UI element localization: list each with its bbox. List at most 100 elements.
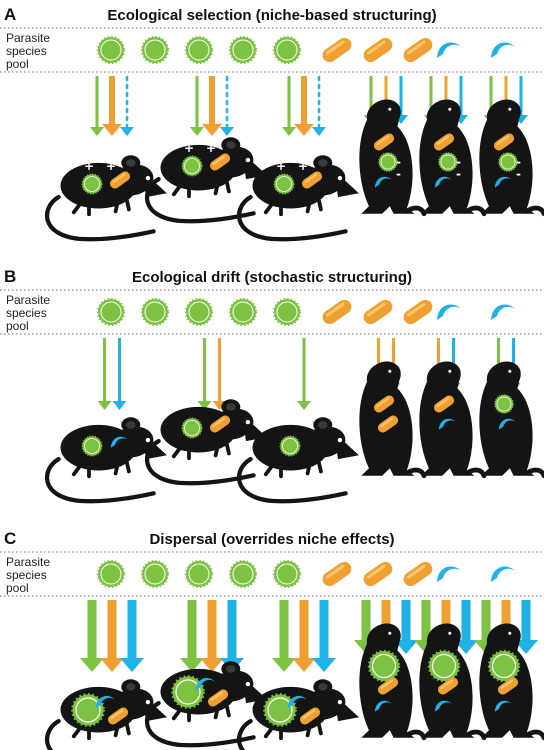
marmot-host: -- — [359, 76, 424, 214]
pool-virus-icon — [140, 559, 170, 589]
flow-arrow-head — [454, 640, 478, 654]
selection-sign: + — [298, 159, 308, 173]
marmot-host — [479, 338, 544, 476]
selection-sign: + — [106, 159, 116, 173]
pool-label-line: Parasite — [6, 293, 50, 307]
pool-bacterium-icon — [319, 297, 355, 327]
panel-title: Ecological drift (stochastic structuring… — [132, 269, 412, 286]
pool-label-line: Parasite — [6, 31, 50, 45]
flow-arrow-head — [294, 124, 314, 136]
pool-worm-icon — [437, 566, 461, 582]
pool-label-line: species — [6, 568, 47, 582]
host-virus-icon — [181, 155, 203, 177]
pool-virus-icon — [272, 35, 302, 65]
pool-virus-icon — [96, 297, 126, 327]
pool-virus-icon — [140, 35, 170, 65]
rodent-host-icon — [147, 661, 267, 745]
flow-arrow-head — [97, 401, 112, 410]
host-virus-icon — [181, 417, 203, 439]
panel-title: Dispersal (overrides niche effects) — [149, 531, 394, 548]
flow-arrow-head — [180, 658, 204, 672]
host-virus-icon — [71, 693, 105, 727]
host-virus-icon — [273, 173, 295, 195]
selection-sign: - — [516, 155, 521, 169]
pool-virus-icon — [272, 297, 302, 327]
pool-virus-icon — [272, 559, 302, 589]
marmot-host: -- — [479, 76, 544, 214]
pool-bacterium-icon — [400, 35, 436, 65]
flow-arrow-head — [220, 127, 234, 136]
selection-sign: - — [516, 167, 521, 181]
flow-arrow-head — [120, 127, 134, 136]
panel-title: Ecological selection (niche-based struct… — [107, 7, 436, 24]
flow-arrow-head — [394, 640, 418, 654]
pool-bacterium-icon — [400, 559, 436, 589]
panel-letter: A — [4, 5, 16, 24]
host-virus-icon — [171, 675, 205, 709]
pool-bacterium-icon — [400, 297, 436, 327]
pool-bacterium-icon — [360, 297, 396, 327]
marmot-host — [474, 600, 544, 738]
rodent-host — [47, 600, 167, 750]
pool-virus-icon — [184, 297, 214, 327]
pool-worm-icon — [491, 42, 515, 58]
host-virus-icon — [427, 649, 461, 683]
selection-sign: - — [456, 167, 461, 181]
pool-label-line: species — [6, 306, 47, 320]
marmot-host-icon — [419, 362, 484, 476]
flow-arrow-head — [272, 658, 296, 672]
flow-arrow-head — [282, 127, 296, 136]
selection-sign: + — [184, 141, 194, 155]
pool-bacterium-icon — [319, 559, 355, 589]
flow-arrow-head — [90, 127, 104, 136]
pool-label-line: species — [6, 44, 47, 58]
rodent-host: ++ — [47, 76, 167, 239]
marmot-host-icon — [479, 362, 544, 476]
flow-arrow-head — [112, 401, 127, 410]
flow-arrow-head — [297, 401, 311, 410]
pool-virus-icon — [228, 297, 258, 327]
host-virus-icon — [487, 649, 521, 683]
pool-label-line: pool — [6, 57, 29, 71]
rodent-host — [239, 600, 359, 750]
marmot-host — [414, 600, 484, 738]
selection-sign: + — [276, 159, 286, 173]
pool-worm-icon — [437, 42, 461, 58]
flow-arrow-head — [312, 658, 336, 672]
selection-sign: + — [84, 159, 94, 173]
host-virus-icon — [494, 394, 514, 414]
pool-virus-icon — [96, 35, 126, 65]
marmot-host — [354, 600, 424, 738]
host-virus-icon — [378, 152, 398, 172]
pool-label-line: pool — [6, 581, 29, 595]
flow-arrow-head — [292, 658, 316, 672]
flow-arrow-head — [102, 124, 122, 136]
selection-sign: - — [396, 155, 401, 169]
flow-arrow-head — [202, 124, 222, 136]
host-virus-icon — [498, 152, 518, 172]
panel-a: A Ecological selection (niche-based struc… — [0, 5, 544, 239]
flow-arrow-head — [514, 640, 538, 654]
rodent-host: ++ — [147, 76, 267, 221]
host-virus-icon — [263, 693, 297, 727]
pool-virus-icon — [96, 559, 126, 589]
marmot-host — [419, 338, 484, 476]
pool-bacterium-icon — [360, 559, 396, 589]
pool-virus-icon — [228, 35, 258, 65]
flow-arrow-head — [120, 658, 144, 672]
flow-arrow-head — [200, 658, 224, 672]
rodent-host — [147, 600, 267, 745]
flow-arrow-head — [312, 127, 326, 136]
panel-letter: B — [4, 267, 16, 286]
pool-worm-icon — [437, 304, 461, 320]
selection-sign: - — [456, 155, 461, 169]
pool-worm-icon — [491, 566, 515, 582]
pool-virus-icon — [140, 297, 170, 327]
host-virus-icon — [81, 173, 103, 195]
pool-virus-icon — [228, 559, 258, 589]
marmot-host — [359, 338, 424, 476]
pool-worm-icon — [491, 304, 515, 320]
rodent-host-icon — [239, 679, 359, 750]
pool-label-line: Parasite — [6, 555, 50, 569]
rodent-host-icon — [147, 399, 267, 483]
